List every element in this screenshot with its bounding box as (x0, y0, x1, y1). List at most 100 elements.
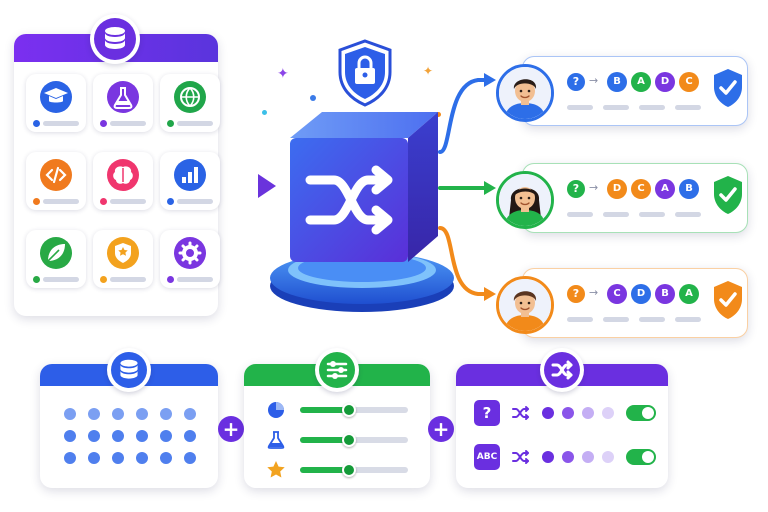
sparkle-dot (310, 95, 316, 101)
placeholder-line (567, 212, 593, 217)
slider-handle (341, 403, 356, 417)
slider-track (300, 433, 408, 447)
placeholder-line (603, 317, 629, 322)
catalog-tile (93, 74, 153, 132)
placeholder-line (639, 212, 665, 217)
connector-green-head (484, 181, 496, 195)
data-point-dot (112, 408, 124, 420)
placeholder-line (567, 105, 593, 110)
abc-blocks-icon: ABC (474, 444, 500, 470)
data-point-dot (112, 430, 124, 442)
star-icon (266, 460, 286, 484)
sparkle-dot (262, 110, 267, 115)
toggle-knob (642, 451, 654, 463)
tile-placeholder-line (110, 199, 146, 204)
placeholder-line (639, 317, 665, 322)
data-point-dot (64, 430, 76, 442)
data-point-dot (88, 452, 100, 464)
database-icon (120, 359, 138, 379)
tile-status-dot (33, 198, 40, 205)
sliders-icon (326, 361, 348, 379)
placeholder-line (675, 317, 701, 322)
data-point-dot (160, 430, 172, 442)
data-point-dot (64, 408, 76, 420)
data-point-dot (136, 430, 148, 442)
tile-placeholder-line (43, 277, 79, 282)
shield-check-icon (711, 174, 745, 220)
data-point-dot (184, 452, 196, 464)
tile-placeholder-line (110, 277, 146, 282)
slider-fill (300, 407, 349, 413)
slider-fill (300, 437, 349, 443)
graduation-cap-icon (40, 81, 72, 113)
order-chip: D (631, 284, 651, 304)
plus-icon: + (218, 416, 244, 442)
order-chip: A (655, 179, 675, 199)
tile-placeholder-line (110, 121, 146, 126)
connector-blue-head (484, 73, 496, 87)
database-badge (90, 14, 140, 64)
catalog-tile (160, 74, 220, 132)
connector-orange-head (484, 287, 496, 301)
shield-check-icon (711, 279, 745, 325)
order-chip: A (679, 284, 699, 304)
data-point-dot (184, 430, 196, 442)
progress-dot (562, 451, 574, 463)
order-chip: A (631, 72, 651, 92)
catalog-tile (160, 152, 220, 210)
data-point-dot (184, 408, 196, 420)
code-icon (40, 159, 72, 191)
catalog-tile (160, 230, 220, 288)
brain-icon (107, 159, 139, 191)
catalog-tile (26, 74, 86, 132)
tile-placeholder-line (43, 121, 79, 126)
tile-status-dot (167, 120, 174, 127)
slider-fill (300, 467, 349, 473)
slider-handle (341, 463, 356, 477)
placeholder-line (603, 212, 629, 217)
shield-icon (107, 237, 139, 269)
data-point-dot (136, 408, 148, 420)
placeholder-line (675, 105, 701, 110)
leaf-icon (40, 237, 72, 269)
pie-chart-icon (266, 400, 286, 424)
plus-icon: + (428, 416, 454, 442)
sparkle-icon: ✦ (423, 64, 434, 78)
shuffler-cube (270, 112, 454, 312)
data-point-dot (160, 408, 172, 420)
toggle-knob (642, 407, 654, 419)
slider-handle (341, 433, 356, 447)
toggle-switch[interactable] (626, 405, 656, 421)
order-chip: C (631, 179, 651, 199)
placeholder-line (603, 105, 629, 110)
avatar (496, 276, 554, 334)
tile-status-dot (100, 120, 107, 127)
progress-dot (562, 407, 574, 419)
progress-dot (602, 407, 614, 419)
shuffle-icon (512, 449, 530, 469)
placeholder-line (639, 105, 665, 110)
tile-placeholder-line (177, 199, 213, 204)
data-point-dot (64, 452, 76, 464)
sparkle-icon: ✦ (277, 66, 289, 82)
catalog-tile (93, 152, 153, 210)
tile-status-dot (167, 198, 174, 205)
slider-track (300, 463, 408, 477)
data-point-dot (88, 408, 100, 420)
progress-dot (582, 451, 594, 463)
order-chip: C (607, 284, 627, 304)
toggle-switch[interactable] (626, 449, 656, 465)
progress-dot (542, 451, 554, 463)
bar-chart-icon (174, 159, 206, 191)
flask-icon (107, 81, 139, 113)
tile-placeholder-line (177, 277, 213, 282)
arrow-right-icon: → (589, 74, 599, 87)
question-icon: ? (567, 180, 585, 198)
shuffle-panel-badge (540, 348, 584, 392)
tile-status-dot (100, 276, 107, 283)
avatar (496, 64, 554, 122)
shuffle-icon (305, 165, 393, 235)
